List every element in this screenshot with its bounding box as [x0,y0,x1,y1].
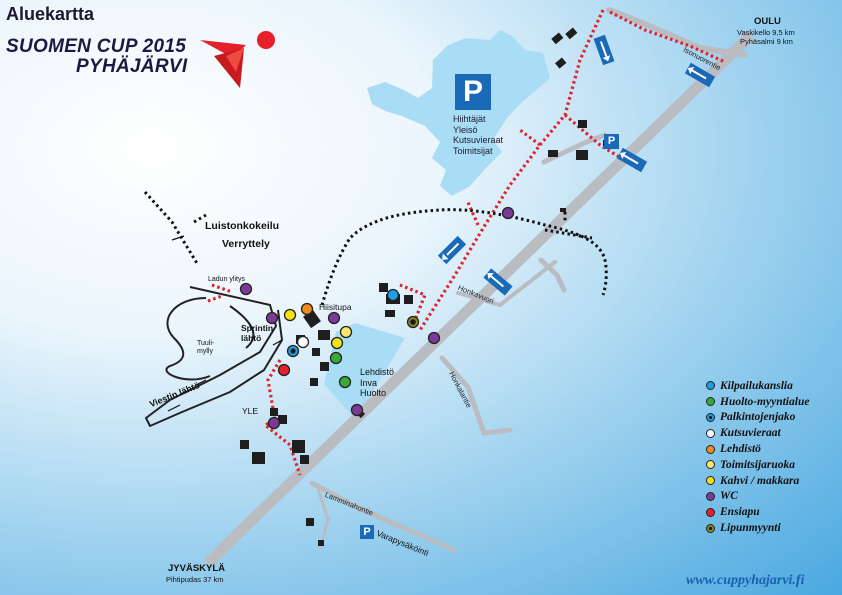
parking-info: Hiihtäjät Yleisö Kutsuvieraat Toimitsija… [453,114,503,156]
legend-label: Lehdistö [720,443,761,456]
ring-dot-icon [706,412,715,422]
bird-logo-icon [200,31,275,88]
legend-item: Kahvi / makkara [706,473,809,489]
map-markers [239,206,515,430]
label-pyhasalmi: Pyhäsalmi 9 km [740,37,793,46]
label-line: Tuuli- [197,340,215,347]
map-legend: Kilpailukanslia Huolto-myyntialue Palkin… [706,378,809,536]
pale-yellow-dot-icon [706,460,715,470]
legend-label: WC [720,490,738,503]
legend-item: Toimitsijaruoka [706,457,809,473]
legend-label: Ensiapu [720,506,760,519]
label-oulu: OULU [754,16,781,27]
legend-label: Kahvi / makkara [720,474,800,487]
direction-arrows [437,34,716,296]
label-jyvaskyla: JYVÄSKYLÄ [168,563,226,574]
event-location: PYHÄJÄRVI [76,56,188,77]
olive-ring-dot-icon [706,523,715,533]
legend-label: Palkintojenjako [720,411,796,424]
legend-item: Palkintojenjako [706,410,809,426]
label-line: Inva [360,377,378,388]
yellow-dot-icon [706,476,715,486]
legend-label: Kutsuvieraat [720,427,781,440]
track-arrows [167,235,283,412]
parking-small-letter: P [607,135,616,147]
label-sprintin-lahto: Sprintin lähtö [241,323,274,343]
label-vaskikello: Vaskikello 9,5 km [737,28,795,37]
parking-reserve-letter: P [363,526,371,538]
legend-item: WC [706,489,809,505]
legend-item: Lipunmyynti [706,520,809,536]
parking-main-icon [455,74,491,110]
parking-info-line: Hiihtäjät [453,114,486,124]
parking-reserve-icon [360,525,374,539]
label-luistonkokeilu: Luistonkokeilu [205,220,280,232]
event-name: SUOMEN CUP 2015 [6,36,187,57]
label-verryttely: Verryttely [222,238,270,250]
legend-item: Kilpailukanslia [706,378,809,394]
label-lehdisto-area: Lehdistö Inva Huolto [360,367,394,399]
lake-area [367,30,550,196]
orange-dot-icon [706,444,715,454]
legend-item: Ensiapu [706,504,809,520]
red-dot-icon [706,507,715,517]
parking-main-letter: P [462,75,483,108]
ski-loop [144,286,284,428]
ski-track [143,190,608,306]
blue-dot-icon [706,381,715,391]
website-link[interactable]: www.cuppyhajarvi.fi [686,573,805,588]
legend-label: Huolto-myyntialue [720,395,810,408]
label-line: Sprintin [241,323,274,333]
label-line: Huolto [360,388,387,398]
legend-label: Lipunmyynti [720,522,781,535]
label-line: Lehdistö [360,367,395,377]
purple-dot-icon [706,491,715,501]
label-line: lähtö [241,332,262,343]
map-title: Aluekartta [6,4,95,24]
legend-item: Lehdistö [706,441,809,457]
label-ladun-ylitys: Ladun ylitys [208,276,245,283]
legend-label: Kilpailukanslia [720,379,793,392]
label-line: mylly [197,348,213,355]
label-yle: YLE [242,406,259,416]
white-dot-icon [706,428,715,438]
label-pihtipudas: Pihtipudas 37 km [166,575,224,584]
green-dot-icon [706,397,715,407]
parking-info-line: Yleisö [453,124,478,135]
parking-small-icon [604,134,619,149]
label-hiisitupa: Hiisitupa [319,302,352,312]
press-area [324,323,405,420]
legend-item: Kutsuvieraat [706,425,809,441]
parking-info-line: Kutsuvieraat [453,135,504,145]
legend-label: Toimitsijaruoka [720,458,795,471]
road-network [205,7,754,566]
legend-item: Huolto-myyntialue [706,394,809,410]
label-tuulimylly: Tuuli- mylly [197,340,214,356]
parking-info-line: Toimitsijat [453,145,493,156]
